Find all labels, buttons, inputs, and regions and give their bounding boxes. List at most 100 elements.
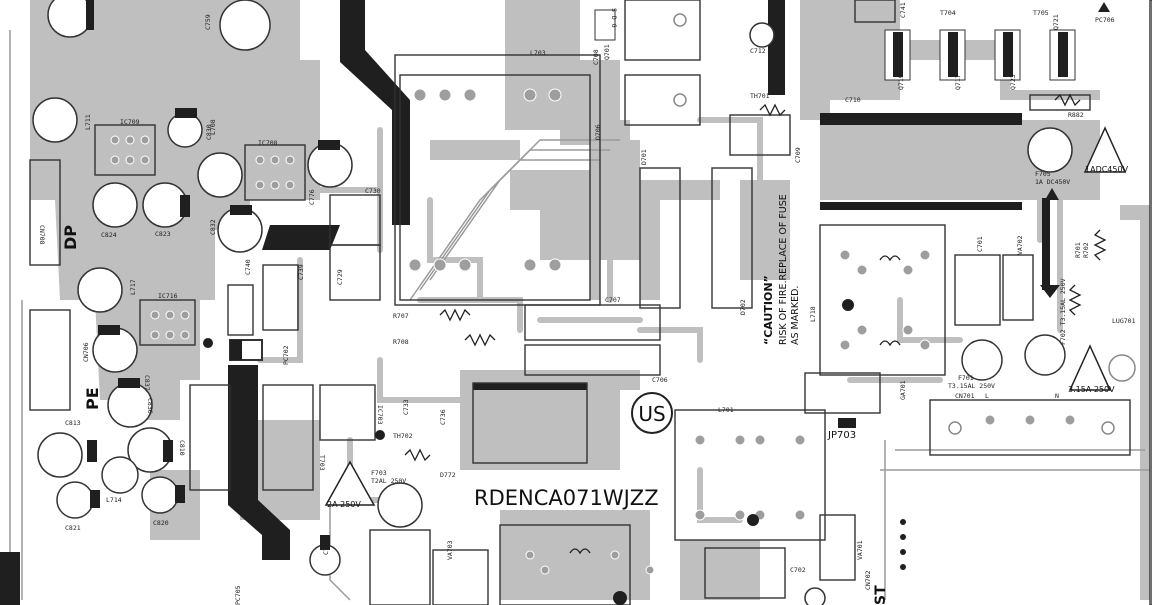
c701-label: C701 [976, 236, 984, 252]
c707-label: C707 [605, 296, 621, 304]
q701-label: Q701 [603, 44, 611, 60]
q717-label: Q717 [954, 74, 962, 90]
silkscreen-labels: IC709 IC708 IC716 IC703 T704 T705 T703 L… [38, 2, 1136, 605]
caution-notice: “CAUTION” RISK OF FIRE.REPLACE OF FUSE A… [762, 194, 801, 345]
f705-label: F705 [1035, 170, 1051, 178]
l718-label: L718 [809, 306, 817, 322]
st-label: ST [873, 585, 889, 605]
transistor-bodies [229, 9, 1076, 428]
r701-label: R701 [1074, 242, 1082, 258]
r707-label: R707 [393, 312, 409, 320]
component-outlines [29, 0, 1152, 605]
c710-label: C710 [845, 96, 861, 104]
cn708-label: CN708 [38, 225, 46, 245]
c776-label: C776 [308, 189, 316, 205]
t703-label: T703 [318, 455, 326, 471]
l708-label: L708 [209, 119, 217, 135]
r708-label: R708 [393, 338, 409, 346]
f705-triangle-rating: 1ADC450V [1085, 165, 1129, 174]
q701-sdg: S D G [610, 8, 618, 28]
arrows [1040, 2, 1110, 298]
c740-label: C740 [244, 259, 252, 275]
f701-triangle-rating: 3.15A 250V [1068, 385, 1115, 394]
ic709-label: IC709 [120, 118, 140, 126]
c732-label: C732 [322, 539, 330, 555]
c830-label: C830 [205, 124, 213, 140]
ic708-label: IC708 [258, 139, 278, 147]
c836-label: C836 [146, 398, 154, 414]
c739-label: C739 [297, 264, 305, 280]
r702-label: R702 [1082, 242, 1090, 258]
va703-label: VA703 [446, 540, 454, 560]
dp-label: DP [61, 225, 80, 250]
capacitor-circles [32, 0, 1073, 605]
c709-label: C709 [794, 147, 802, 163]
rating-labels: 1ADC450V 3.15A 250V 2A 250V [327, 165, 1129, 509]
l-mark: L [985, 392, 989, 400]
va702-label: VA702 [1016, 235, 1024, 255]
c733-label: C733 [402, 399, 410, 415]
c810-label: C810 [178, 440, 186, 456]
connector-labels: DP PE ST [61, 225, 889, 605]
d701-label: D701 [640, 149, 648, 165]
f703-label: F703 [371, 469, 387, 477]
caution-line-2: RISK OF FIRE.REPLACE OF FUSE [778, 194, 789, 345]
c759-label: C759 [204, 14, 212, 30]
l701-label: L701 [718, 406, 734, 414]
n-mark: N [1055, 392, 1059, 400]
thin-traces [9, 30, 1150, 601]
va701-label: VA701 [856, 540, 864, 560]
c824-label: C824 [101, 231, 117, 239]
cn701-label: CN701 [955, 392, 975, 400]
l711-label: L711 [84, 114, 92, 130]
caution-line-3: AS MARKED. [790, 286, 801, 345]
us-mark: US [631, 392, 673, 434]
white-pads [673, 13, 1136, 435]
r882-label: R882 [1068, 111, 1084, 119]
caution-heading: “CAUTION” [762, 275, 775, 345]
pe-label: PE [83, 387, 102, 410]
ga701-label: GA701 [899, 380, 907, 400]
resistor-symbols [404, 93, 1107, 555]
c821-label: C821 [65, 524, 81, 532]
f703-value: T2AL 250V [371, 477, 406, 485]
q719-label: Q719 [897, 74, 905, 90]
pads [110, 88, 1114, 575]
f703-triangle-rating: 2A 250V [327, 500, 361, 509]
f701-label: F701 [958, 374, 974, 382]
f701-value: T3.15AL 250V [948, 382, 995, 390]
capacitor-black-caps [86, 0, 340, 550]
q723-label: Q723 [1009, 74, 1017, 90]
board-part-number: RDENCA071WJZZ [474, 486, 659, 510]
l703-label: L703 [530, 49, 546, 57]
t705-label: T705 [1033, 9, 1049, 17]
c741-label: C741 [899, 2, 907, 18]
c708-label: C708 [592, 49, 600, 65]
pc702-label: PC702 [282, 345, 290, 365]
t704-label: T704 [940, 9, 956, 17]
cn702-label: CN702 [864, 570, 872, 590]
c729-label: C729 [336, 269, 344, 285]
c813-label: C813 [65, 419, 81, 427]
jumper-label: JP703 [827, 430, 856, 441]
c823-label: C823 [155, 230, 171, 238]
c832-label: C832 [209, 219, 217, 235]
cn706-label: CN706 [82, 342, 90, 362]
c837-label: C837 [143, 375, 151, 391]
l717-label: L717 [129, 279, 137, 295]
th701-label: TH701 [750, 92, 770, 100]
warning-triangles [324, 126, 1127, 506]
ic703-label: IC703 [376, 405, 384, 425]
heavy-copper [0, 0, 1050, 605]
mounting-holes [203, 299, 906, 605]
lug701-label: LUG701 [1112, 317, 1136, 325]
pc705-label: PC705 [234, 585, 242, 605]
l714-label: L714 [106, 496, 122, 504]
d702-label: D702 [739, 299, 747, 315]
f705-value: 1A DC450V [1035, 178, 1070, 186]
th702-label: TH702 [393, 432, 413, 440]
d772-label: D772 [440, 471, 456, 479]
c702-label: C702 [790, 566, 806, 574]
c820-label: C820 [153, 519, 169, 527]
